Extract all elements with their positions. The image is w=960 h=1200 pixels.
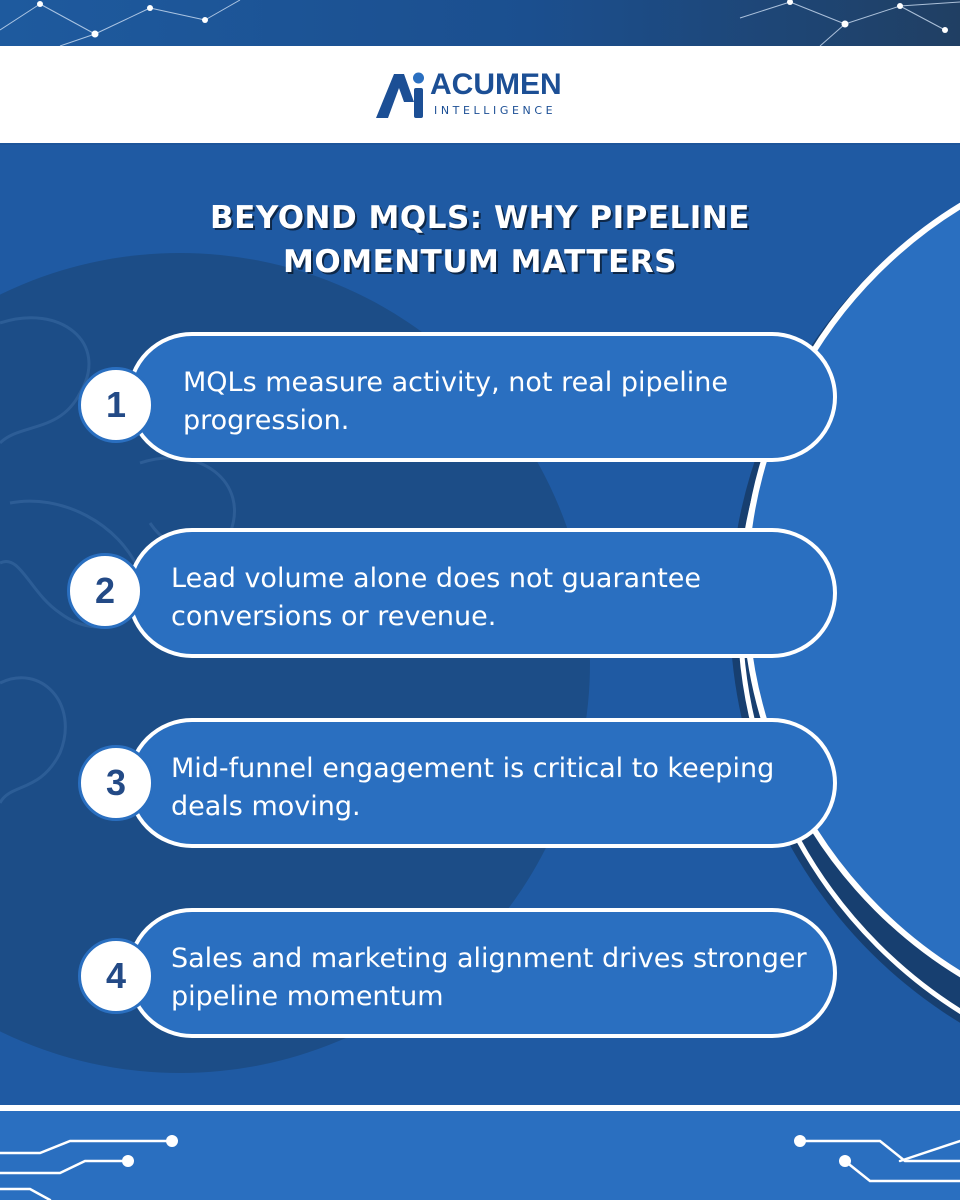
point-number-3: 3	[78, 745, 154, 821]
page-title-line1: BEYOND MQLS: WHY PIPELINE	[210, 200, 750, 236]
circuit-graphic-icon	[0, 1135, 960, 1200]
page-title-line2: MOMENTUM MATTERS	[283, 244, 677, 280]
point-card-1: MQLs measure activity, not real pipeline…	[127, 332, 837, 462]
point-text-4: Sales and marketing alignment drives str…	[171, 943, 807, 1012]
point-number-2: 2	[67, 553, 143, 629]
point-card-3: Mid-funnel engagement is critical to kee…	[127, 718, 837, 848]
network-banner	[0, 0, 960, 46]
brand-tagline: INTELLIGENCE	[434, 104, 557, 117]
point-card-2: Lead volume alone does not guarantee con…	[127, 528, 837, 658]
point-text-2: Lead volume alone does not guarantee con…	[171, 563, 702, 632]
circuit-banner	[0, 1111, 960, 1200]
point-text-3: Mid-funnel engagement is critical to kee…	[171, 753, 775, 822]
brand-name: ACUMEN	[430, 68, 562, 101]
point-number-1: 1	[78, 367, 154, 443]
header: ACUMEN INTELLIGENCE	[0, 46, 960, 143]
point-number-4: 4	[78, 938, 154, 1014]
point-card-4: Sales and marketing alignment drives str…	[127, 908, 837, 1038]
acumen-logo-icon	[376, 72, 424, 118]
network-graphic-icon	[0, 0, 960, 46]
point-text-1: MQLs measure activity, not real pipeline…	[183, 367, 728, 436]
brand-logo: ACUMEN INTELLIGENCE	[374, 68, 574, 122]
bottom-divider	[0, 1105, 960, 1111]
